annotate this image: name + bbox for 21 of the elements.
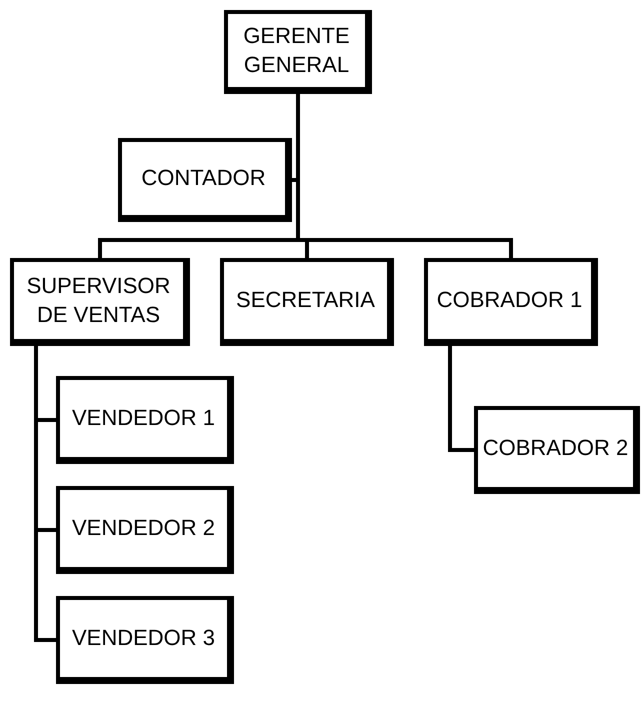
- position-title: GERENTE GENERAL: [242, 22, 351, 78]
- position-title: COBRADOR 2: [482, 434, 628, 462]
- connector-line: [448, 346, 474, 452]
- position-box: [118, 138, 292, 222]
- position-title: VENDEDOR 2: [72, 514, 216, 542]
- position-title: SUPERVISOR DE VENTAS: [26, 272, 172, 328]
- position-title: CONTADOR: [141, 164, 266, 192]
- connector-line: [296, 94, 513, 258]
- connector-line: [34, 346, 56, 642]
- position-title: SECRETARIA: [236, 286, 375, 314]
- position-box: [56, 376, 234, 464]
- position-title: VENDEDOR 3: [72, 624, 216, 652]
- position-title: VENDEDOR 1: [72, 404, 216, 432]
- position-box: [56, 486, 234, 574]
- position-box: [474, 406, 640, 494]
- position-box: [220, 258, 394, 346]
- position-box: [224, 10, 372, 94]
- position-box: [424, 258, 598, 346]
- position-box: [56, 596, 234, 684]
- position-box: [10, 258, 190, 346]
- position-title: COBRADOR 1: [436, 286, 582, 314]
